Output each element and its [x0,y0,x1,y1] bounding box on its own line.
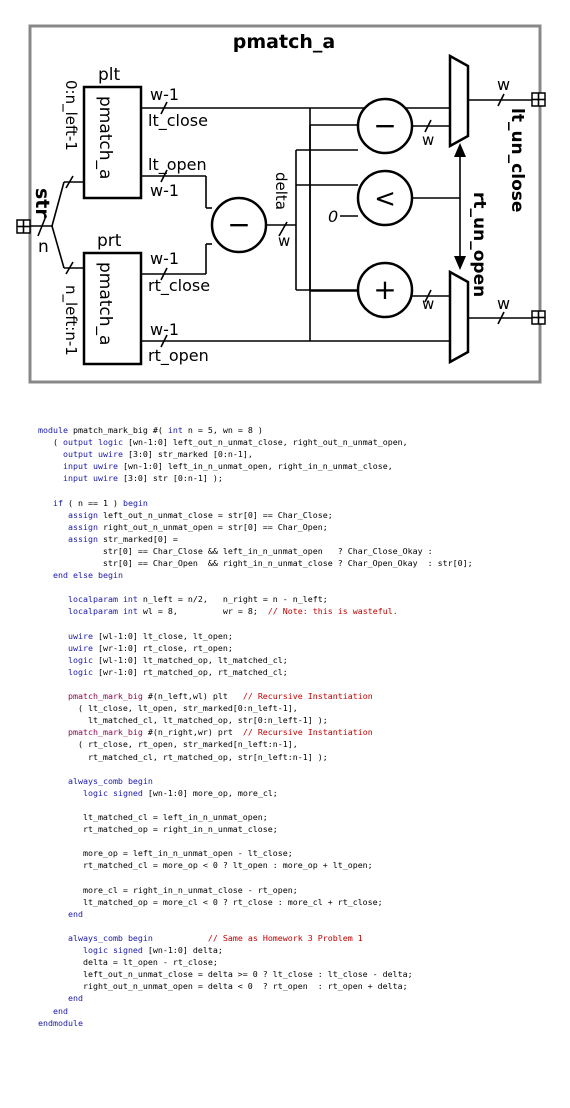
slice-top-label: 0:n_left-1 [61,80,80,151]
code-line: always_comb begin // Same as Homework 3 … [67,932,363,943]
bottom-mux [448,269,470,365]
select-arrow-up [454,143,466,157]
code-line: if ( n == 1 ) begin [53,497,148,508]
prt-box [82,251,143,366]
slice-bottom-label: n_left:n-1 [61,285,80,356]
top-out-w: w [497,75,510,94]
delta-label: delta [272,172,290,210]
lt-close-label: lt_close [148,111,208,131]
rt-close-label: rt_close [148,276,210,296]
code-line: logic [wr-1:0] rt_matched_op, rt_matched… [67,666,288,677]
lt-close-w-label: w-1 [150,85,179,104]
code-line: str[0] == Char_Close && left_in_n_unmat_… [102,545,433,556]
rt-close-w-label: w-1 [150,249,179,268]
rt-open-label: rt_open [148,346,209,366]
code-line: localparam int n_left = n/2, n_right = n… [67,594,328,605]
code-line: endmodule [38,1017,83,1028]
lt-open-label: lt_open [148,155,207,175]
code-line: logic [wl-1:0] lt_matched_op, lt_matched… [67,654,288,665]
code-line: rt_matched_op = right_in_n_unmat_close; [82,824,278,835]
code-line: lt_matched_op = more_cl < 0 ? rt_close :… [82,896,383,907]
code-line: localparam int wl = 8, wr = 8; // Note: … [67,606,398,617]
code-line: end [53,1005,68,1016]
code-line: pmatch_mark_big #(n_right,wr) prt // Rec… [67,727,373,738]
zero-constant: 0 [328,207,338,226]
code-line: assign str_marked[0] = [67,533,178,544]
delta-w-label: w [278,232,290,250]
code-line: logic signed [wn-1:0] more_op, more_cl; [82,787,278,798]
bottom-out-w: w [497,294,510,313]
code-line: end else begin [53,570,123,581]
plt-module-name: pmatch_a [95,96,115,179]
code-line: end [67,993,83,1004]
prt-module-name: pmatch_a [95,262,115,345]
delta-subtractor-op: − [227,208,250,241]
code-line: input uwire [wn-1:0] left_in_n_unmat_ope… [62,461,393,472]
code-line: lt_matched_cl = left_in_n_unmat_open; [82,812,268,822]
code-line: rt_matched_cl = more_op < 0 ? lt_open : … [82,860,373,871]
rt-open-w-label: w-1 [150,320,179,339]
code-line: end [67,908,83,919]
code-line: assign right_out_n_unmat_open = str[0] =… [67,521,328,532]
prt-label: prt [97,231,122,251]
code-line: uwire [wl-1:0] lt_close, lt_open; [67,630,233,641]
module-frame [28,24,542,384]
verilog-code-listing: module pmatch_mark_big #( int n = 5, wn … [38,424,473,1029]
code-line: more_op = left_in_n_unmat_open - lt_clos… [82,848,293,859]
str-width-label: n [38,237,49,257]
str-port-label: str [31,188,53,218]
code-line: left_out_n_unmat_close = delta >= 0 ? lt… [82,969,413,980]
code-line: str[0] == Char_Open && right_in_n_unmat_… [102,558,473,569]
top-mux [448,53,470,149]
lt-un-close-label: lt_un_close [507,108,527,212]
minus-out-w: w [422,131,434,149]
plus-op [356,261,414,319]
plt-box [82,85,143,200]
select-arrow-down [454,256,466,270]
code-line: uwire [wr-1:0] rt_close, rt_open; [67,642,233,653]
code-line: output uwire [3:0] str_marked [0:n-1], [62,449,253,460]
code-line: delta = lt_open - rt_close; [82,957,218,968]
code-line: module pmatch_mark_big #( int n = 5, wn … [38,425,263,435]
plus-op-symbol: + [373,273,396,306]
code-line: right_out_n_unmat_open = delta < 0 ? rt_… [82,981,408,992]
lt-open-w-label: w-1 [150,181,179,200]
code-line: ( output logic [wn-1:0] left_out_n_unmat… [38,437,408,448]
plt-label: plt [98,65,121,85]
code-line: more_cl = right_in_n_unmat_close - rt_op… [82,884,298,895]
compare-op-symbol: < [374,184,396,214]
code-line: logic signed [wn-1:0] delta; [82,945,223,956]
minus-op-symbol: − [373,109,396,142]
rt-un-open-label: rt_un_open [469,192,489,297]
code-line: pmatch_mark_big #(n_left,wl) plt // Recu… [67,691,373,702]
pmatch-diagram: pmatch_a str n 0:n_left-1 n_left:n-1 plt… [16,24,546,384]
code-line: lt_matched_cl, lt_matched_op, str[0:n_le… [87,715,328,726]
code-line: ( lt_close, lt_open, str_marked[0:n_left… [77,703,298,714]
code-line: input uwire [3:0] str [0:n-1] ); [62,473,223,484]
code-line: ( rt_close, rt_open, str_marked[n_left:n… [77,739,298,750]
plus-out-w: w [422,295,434,313]
code-line: always_comb begin [67,775,153,786]
code-line: assign left_out_n_unmat_close = str[0] =… [67,509,333,520]
code-line: rt_matched_cl, rt_matched_op, str[n_left… [87,751,328,762]
module-title: pmatch_a [233,31,335,53]
